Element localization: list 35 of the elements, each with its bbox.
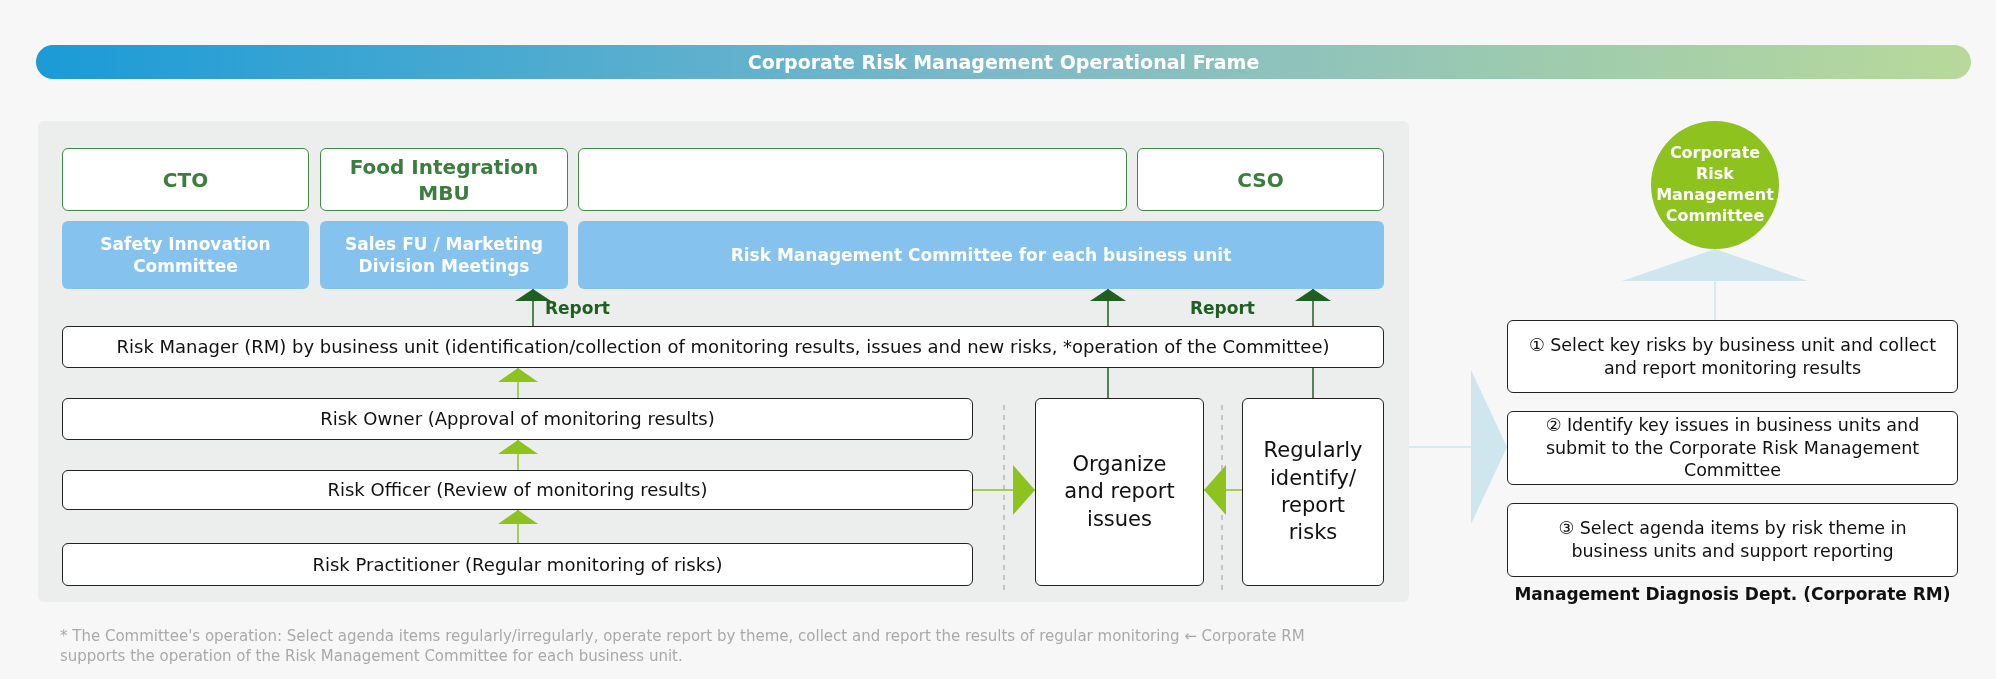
arrow: [498, 367, 538, 399]
arrow: [1203, 465, 1243, 515]
committee-box: Risk Management Committee for each business unit: [578, 221, 1384, 289]
org-unit-box: Food Integration MBU: [320, 148, 568, 211]
org-unit-box: [578, 148, 1127, 211]
arrow: [1408, 370, 1508, 524]
committee-circle: Corporate Risk Management Committee: [1651, 121, 1779, 249]
arrow: [515, 288, 551, 327]
org-unit-box: CTO: [62, 148, 309, 211]
arrow: [498, 439, 538, 471]
role-box: Risk Practitioner (Regular monitoring of risks): [62, 543, 973, 586]
group-caption: Management Diagnosis Dept. (Corporate RM): [1513, 584, 1952, 604]
arrow: [498, 509, 538, 544]
arrow: [1622, 248, 1808, 321]
footnote: * The Committee's operation: Select agenda items regularly/irregularly, operate report by theme, collect and report the results of regular monitoring ← Corporate RM supports the operation of the Risk Management Committee for each business unit.: [60, 626, 1306, 667]
arrow: [972, 465, 1036, 515]
edge-label: Report: [1190, 298, 1255, 318]
task-box: Regularly identify/ report risks: [1242, 398, 1384, 586]
role-box: Risk Officer (Review of monitoring results): [62, 470, 973, 510]
role-box: Risk Owner (Approval of monitoring results): [62, 398, 973, 440]
role-box: Risk Manager (RM) by business unit (identification/collection of monitoring results, issues and new risks, *operation of the Committee): [62, 326, 1384, 368]
committee-box: Safety Innovation Committee: [62, 221, 309, 289]
org-unit-box: CSO: [1137, 148, 1384, 211]
task-box: Organize and report issues: [1035, 398, 1204, 586]
connector-line: [1312, 367, 1314, 399]
arrow: [1090, 288, 1126, 327]
edge-label: Report: [545, 298, 610, 318]
task-box: ② Identify key issues in business units and submit to the Corporate Risk Management Committee: [1507, 411, 1958, 485]
committee-box: Sales FU / Marketing Division Meetings: [320, 221, 568, 289]
arrow: [1295, 288, 1331, 327]
task-box: ③ Select agenda items by risk theme in business units and support reporting: [1507, 503, 1958, 577]
connector-line: [1107, 367, 1109, 399]
task-box: ① Select key risks by business unit and collect and report monitoring results: [1507, 320, 1958, 393]
panel-background: [38, 121, 1409, 602]
title-banner: Corporate Risk Management Operational Frame: [36, 45, 1971, 79]
